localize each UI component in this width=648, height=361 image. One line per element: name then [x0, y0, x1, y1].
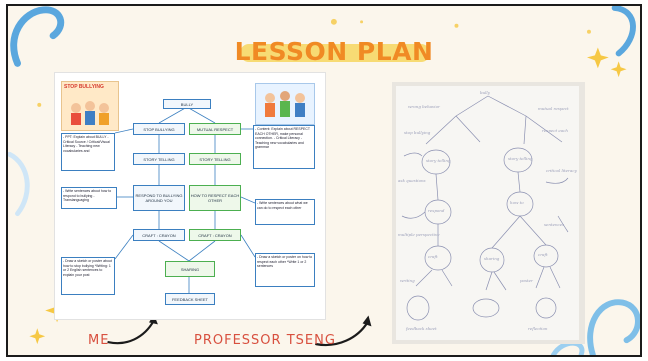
curved-arrow-icon [107, 319, 156, 345]
blue-swirl-decoration [8, 151, 30, 217]
slide-title: LESSON PLAN [234, 37, 434, 66]
svg-text:poster: poster [520, 278, 534, 283]
node-craft-crayon-left: CRAFT : CRAYON [133, 229, 185, 241]
illustration-label: STOP BULLYING [64, 84, 104, 90]
blue-swirl-decoration [611, 6, 636, 57]
note-draw-poster-bullying: - Draw a sketch or poster about how to s… [61, 257, 115, 295]
node-mutual-respect: MUTUAL RESPECT [189, 123, 241, 135]
svg-text:respect each: respect each [542, 128, 568, 133]
node-bully: BULLY [163, 99, 211, 109]
professor-mindmap-photo: bully wrong behavior mutual respect stop … [392, 82, 585, 344]
svg-text:mutual respect: mutual respect [538, 106, 569, 111]
svg-text:how to: how to [510, 200, 524, 205]
node-respond-to-bullying: RESPOND TO BULLYING AROUND YOU [133, 185, 185, 211]
note-content-respect: - Content: Explain about RESPECT EACH OT… [253, 125, 315, 169]
node-sharing: SHARING [165, 261, 215, 277]
node-stop-bullying: STOP BULLYING [133, 123, 185, 135]
stop-bullying-illustration: STOP BULLYING [61, 81, 119, 131]
node-craft-crayon-right: CRAFT : CRAYON [189, 229, 241, 241]
blue-swirl-decoration [10, 6, 65, 67]
student-lesson-plan-image: STOP BULLYING BULLY STOP BULLYING MUTUAL… [54, 72, 326, 320]
svg-text:multiple perspective: multiple perspective [398, 232, 440, 237]
svg-text:wrong behavior: wrong behavior [408, 104, 441, 109]
svg-text:reflection: reflection [528, 326, 548, 331]
note-respond-sentences: - Write sentences about how to respond t… [61, 187, 117, 209]
dot-icon [37, 18, 591, 107]
handwritten-mindmap-drawing: bully wrong behavior mutual respect stop … [398, 90, 578, 331]
svg-text:writing: writing [400, 278, 415, 283]
caption-me: ME [88, 333, 110, 348]
blue-swirl-decoration [587, 299, 640, 355]
svg-text:story telling: story telling [508, 156, 533, 161]
flowchart-connectors [114, 106, 256, 293]
note-draw-poster-respect: - Draw a sketch or poster on how to resp… [255, 253, 315, 287]
lesson-plan-slide: LESSON PLAN STOP BULLYING [6, 4, 642, 357]
svg-text:sentences: sentences [544, 222, 564, 227]
note-write-respect: - Write sentences about what we can do t… [255, 199, 315, 225]
curved-arrow-icon [315, 321, 369, 347]
svg-text:stop bullying: stop bullying [404, 130, 431, 135]
node-how-to-respect: HOW TO RESPECT EACH OTHER [189, 185, 241, 211]
svg-text:craft: craft [538, 252, 548, 257]
svg-text:bully: bully [480, 90, 491, 95]
slide-decorations [8, 6, 640, 355]
node-story-telling-right: STORY TELLING [189, 153, 241, 165]
arrowhead-icon [362, 315, 372, 327]
children-hug-cartoon-icon [265, 91, 305, 117]
svg-text:feedback sheet: feedback sheet [405, 326, 437, 331]
node-story-telling-left: STORY TELLING [133, 153, 185, 165]
blue-swirl-decoration [550, 340, 585, 355]
children-cartoon-icon [71, 101, 109, 125]
svg-text:respond: respond [428, 208, 445, 213]
svg-text:sharing: sharing [484, 256, 500, 261]
svg-text:ask questions: ask questions [398, 178, 426, 183]
handwritten-sheet: bully wrong behavior mutual respect stop … [396, 86, 579, 340]
svg-text:critical literacy: critical literacy [546, 168, 578, 173]
title-highlight [240, 44, 430, 62]
note-ppt-bully: - PPT: Explain about BULLY - Critical So… [61, 133, 115, 171]
svg-text:story telling: story telling [426, 158, 451, 163]
node-feedback-sheet: FEEDBACK SHEET [165, 293, 215, 305]
svg-text:craft: craft [428, 254, 438, 259]
respect-illustration [255, 83, 315, 125]
caption-professor-tseng: PROFESSOR TSENG [194, 333, 336, 348]
